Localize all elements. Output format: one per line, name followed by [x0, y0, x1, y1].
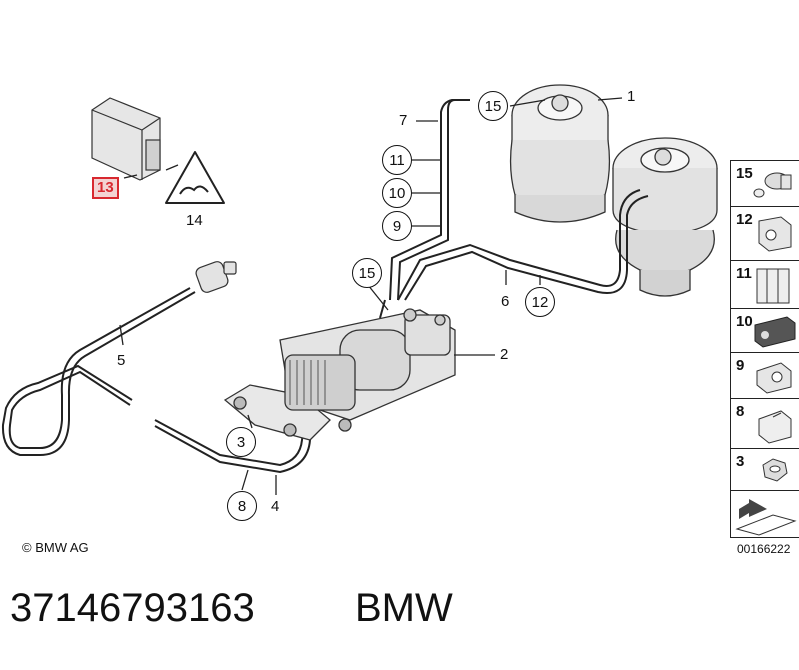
label-part-2: 2: [500, 346, 509, 363]
compressor-illustration: [223, 308, 456, 441]
air-spring-rear-illustration: [509, 84, 611, 223]
circle-label-9: 9: [382, 211, 412, 241]
sidebar-row-9[interactable]: 9: [731, 353, 799, 399]
label-part-1: 1: [627, 88, 636, 105]
circle-label-10: 10: [382, 178, 412, 208]
footer-brand: BMW: [355, 586, 453, 630]
circle-label-11: 11: [382, 145, 412, 175]
sidebar-row-11[interactable]: 11: [731, 261, 799, 309]
label-part-5: 5: [117, 352, 126, 369]
sidebar-row-number: 8: [736, 403, 745, 420]
sidebar-row-12[interactable]: 12: [731, 207, 799, 261]
control-unit-illustration: [91, 97, 161, 181]
clip-block-icon: [758, 216, 792, 252]
sidebar-row-number: 9: [736, 357, 745, 374]
sheet-metal-arrow-icon: [735, 499, 797, 536]
bracket-clip-icon: [754, 316, 796, 348]
label-part-13-highlighted[interactable]: 13: [92, 177, 119, 199]
copyright-text: © BMW AG: [22, 540, 89, 555]
valve-plug-icon: [753, 172, 792, 198]
sidebar-row-15[interactable]: 15: [731, 161, 799, 207]
air-lines: [1, 99, 649, 474]
sidebar-row-number: 12: [736, 211, 753, 228]
hex-nut-icon: [762, 458, 788, 482]
circle-label-12: 12: [525, 287, 555, 317]
sidebar-row-3[interactable]: 3: [731, 449, 799, 491]
air-spring-front-illustration: [612, 137, 718, 297]
leader-lines: [119, 97, 623, 495]
small-parts-sidebar: 15 12 11 10 9 8 3: [730, 160, 799, 538]
hose-clip-icon: [756, 362, 792, 394]
circle-label-15-mid: 15: [352, 258, 382, 288]
document-number: 00166222: [737, 542, 791, 556]
circle-label-8: 8: [227, 491, 257, 521]
circle-label-3: 3: [226, 427, 256, 457]
sidebar-row-number: 11: [736, 265, 752, 282]
footer-part-number: 37146793163: [10, 586, 255, 630]
parts-diagram: [1, 84, 718, 495]
sidebar-row-10[interactable]: 10: [731, 309, 799, 353]
label-part-14: 14: [186, 212, 203, 229]
multi-clip-icon: [756, 268, 790, 304]
line-connector-illustration: [195, 261, 237, 293]
holder-clip-icon: [758, 410, 792, 444]
label-part-4: 4: [271, 498, 280, 515]
sidebar-row-number: 10: [736, 313, 753, 330]
sidebar-row-number: 15: [736, 165, 753, 182]
label-part-6: 6: [501, 293, 510, 310]
warning-label-illustration: [165, 151, 225, 204]
sidebar-row-8[interactable]: 8: [731, 399, 799, 449]
label-part-7: 7: [399, 112, 408, 129]
sidebar-row-sheet: [731, 491, 799, 537]
circle-label-15-top: 15: [478, 91, 508, 121]
sidebar-row-number: 3: [736, 453, 745, 470]
